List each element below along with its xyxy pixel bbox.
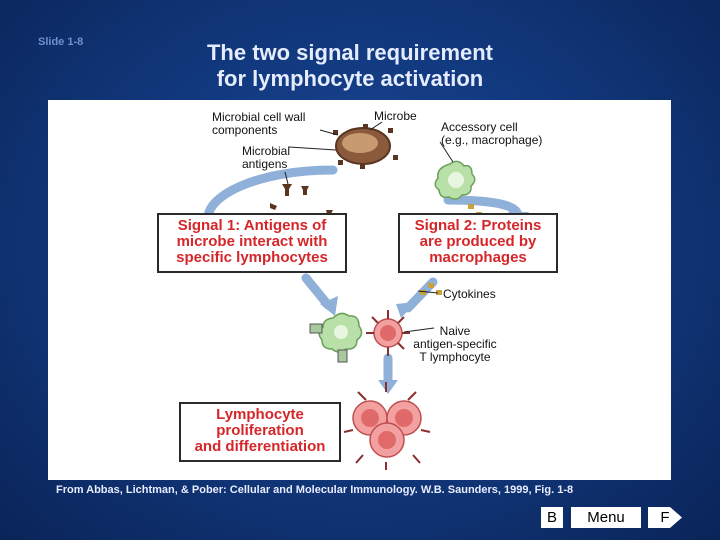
proliferating-lymphocytes xyxy=(343,382,431,470)
proliferation-line2: proliferation xyxy=(216,422,304,439)
source-credit: From Abbas, Lichtman, & Pober: Cellular … xyxy=(56,484,574,496)
label-microbe: Microbe xyxy=(374,109,417,123)
title-line-1: The two signal requirement xyxy=(206,40,494,65)
title-line-2: for lymphocyte activation xyxy=(216,66,484,91)
forward-button[interactable]: F xyxy=(648,507,682,528)
label-microbial-antigens: Microbial antigens xyxy=(242,144,291,171)
arrowhead-signal2-down xyxy=(396,302,416,318)
signal2-line3: macrophages xyxy=(429,249,527,266)
label-naive-line2: antigen-specific xyxy=(413,337,497,351)
figure-panel: Microbial cell wall components Microbe A… xyxy=(48,100,671,480)
macrophage-cell xyxy=(434,160,482,217)
signal1-line1: Signal 1: Antigens of xyxy=(177,217,327,234)
slide-title: The two signal requirement for lymphocyt… xyxy=(150,40,550,92)
signal2-line2: are produced by xyxy=(419,233,537,250)
macrophage-interaction xyxy=(309,312,363,363)
label-naive-t-cell: Naive antigen-specific T lymphocyte xyxy=(400,325,510,364)
proliferation-line3: and differentiation xyxy=(194,438,326,455)
label-cytokines: Cytokines xyxy=(443,287,496,301)
label-accessory-cell: Accessory cell (e.g., macrophage) xyxy=(441,121,542,147)
diagram-graphics xyxy=(198,121,529,470)
signal1-line3: specific lymphocytes xyxy=(176,249,328,266)
signal1-box: Signal 1: Antigens of microbe interact w… xyxy=(157,213,347,273)
proliferation-box: Lymphocyte proliferation and differentia… xyxy=(179,402,341,462)
arrow-signal1-to-cells xyxy=(301,273,333,310)
signal1-line2: microbe interact with xyxy=(176,233,328,250)
arrowhead-signal1-down xyxy=(320,296,338,316)
naive-t-lymphocyte xyxy=(366,310,410,356)
microbe-highlight xyxy=(342,133,378,153)
label-cell-wall: Microbial cell wall components xyxy=(212,110,306,137)
arrow-microbe-to-signal1 xyxy=(203,165,338,223)
forward-label: F xyxy=(660,509,670,526)
proliferation-line1: Lymphocyte xyxy=(216,406,304,423)
signal2-line1: Signal 2: Proteins xyxy=(414,217,542,234)
menu-button[interactable]: Menu xyxy=(571,507,641,528)
signal2-box: Signal 2: Proteins are produced by macro… xyxy=(398,213,558,273)
arrowhead-proliferation xyxy=(378,380,398,394)
forward-arrow-icon xyxy=(648,507,682,528)
label-naive-line1: Naive xyxy=(439,324,471,338)
label-naive-line3: T lymphocyte xyxy=(419,350,491,364)
back-button[interactable]: B xyxy=(541,507,563,528)
label-accessory-cell-line1: Accessory cell xyxy=(441,120,518,134)
slide-number: Slide 1-8 xyxy=(38,36,84,48)
label-accessory-cell-line2: (e.g., macrophage) xyxy=(441,133,543,147)
